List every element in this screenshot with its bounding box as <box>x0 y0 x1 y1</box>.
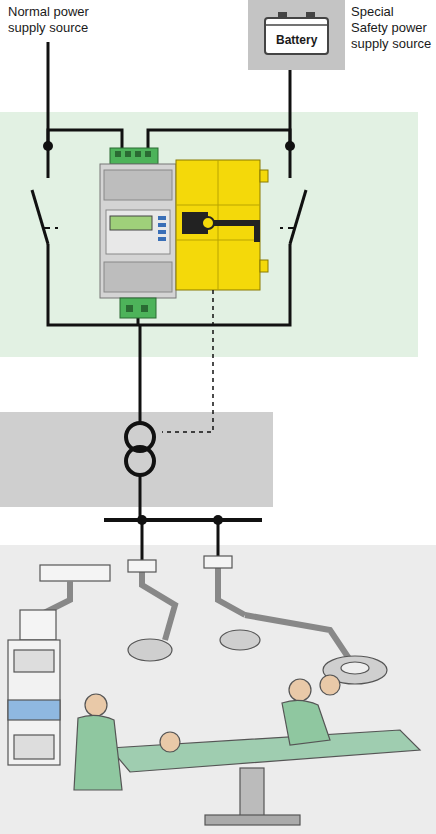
wire <box>48 130 122 150</box>
transfer-switch <box>100 148 176 318</box>
drawing-part <box>158 237 166 241</box>
room-background <box>0 545 436 834</box>
drawing-part <box>100 164 176 298</box>
drawing-part <box>240 768 264 818</box>
switch-blade <box>290 190 306 244</box>
transformer-symbol <box>126 423 154 475</box>
drawing-part <box>158 223 166 227</box>
drawing-part <box>74 715 122 790</box>
drawing-part <box>282 700 330 745</box>
drawing-part <box>128 639 172 661</box>
drawing-part <box>214 220 254 226</box>
wire <box>148 130 290 150</box>
drawing-part <box>135 151 141 157</box>
drawing-part <box>126 447 154 475</box>
drawing-part <box>126 305 148 312</box>
drawing-part <box>176 240 260 241</box>
drawing-part <box>106 210 170 254</box>
source-label: Special Safety power supply source <box>351 4 433 52</box>
wire <box>47 42 50 178</box>
battery-box: Battery <box>248 0 345 70</box>
drawing-part <box>145 151 151 157</box>
drawing-part <box>141 305 148 312</box>
switch-blade <box>32 190 48 244</box>
source-label: Normal power supply source <box>8 4 112 36</box>
wire <box>139 325 142 424</box>
battery-part <box>265 24 328 26</box>
drawing-part <box>160 732 180 752</box>
drawing-part <box>104 170 172 200</box>
drawing-part <box>260 170 268 182</box>
drawing-part <box>158 216 166 220</box>
drawing-part <box>341 662 369 674</box>
control-line <box>162 290 213 432</box>
busbar <box>104 518 262 522</box>
control-module <box>176 160 268 290</box>
drawing-part <box>115 151 121 157</box>
drawing-part <box>104 262 172 292</box>
drawing-part <box>40 565 110 581</box>
drawing-part <box>14 735 54 759</box>
drawing-part <box>204 556 232 568</box>
drawing-part <box>43 141 53 151</box>
wire <box>289 70 292 178</box>
drawing-part <box>320 675 340 695</box>
junction-dot <box>43 141 295 525</box>
drawing-part <box>158 216 166 241</box>
drawing-part <box>205 815 300 825</box>
node-text: Battery <box>276 33 317 47</box>
operating-room <box>8 556 420 825</box>
drawing-part <box>44 227 50 229</box>
drawing-part <box>285 141 295 151</box>
wiring <box>32 42 306 565</box>
switching-panel <box>0 112 418 357</box>
drawing-part <box>125 151 131 157</box>
drawing-part <box>176 160 260 290</box>
drawing-part <box>158 230 166 234</box>
drawing-part <box>245 615 350 660</box>
battery-part <box>265 18 328 54</box>
drawing-part <box>8 700 60 720</box>
drawing-part <box>85 694 107 716</box>
drawing-part <box>288 227 294 229</box>
wire <box>137 318 140 325</box>
wire <box>217 520 220 560</box>
wire <box>141 520 144 565</box>
drawing-part <box>289 679 311 701</box>
drawing-part <box>8 640 60 765</box>
drawing-part <box>128 560 156 572</box>
drawing-part <box>55 227 58 229</box>
drawing-part <box>126 305 133 312</box>
wire <box>139 474 142 520</box>
drawing-part <box>202 217 214 229</box>
drawing-part <box>176 205 260 206</box>
drawing-part <box>220 630 260 650</box>
drawing-part <box>20 610 56 640</box>
drawing-part <box>280 227 283 229</box>
drawing-part <box>110 148 158 164</box>
drawing-part <box>115 151 151 157</box>
drawing-part <box>110 216 152 230</box>
drawing-part <box>260 260 268 272</box>
drawing-part <box>120 298 156 318</box>
drawing-part <box>110 730 420 772</box>
drawing-part <box>14 650 54 672</box>
transformer-panel <box>0 412 273 507</box>
drawing-part <box>142 565 175 640</box>
drawing-part <box>254 220 260 242</box>
